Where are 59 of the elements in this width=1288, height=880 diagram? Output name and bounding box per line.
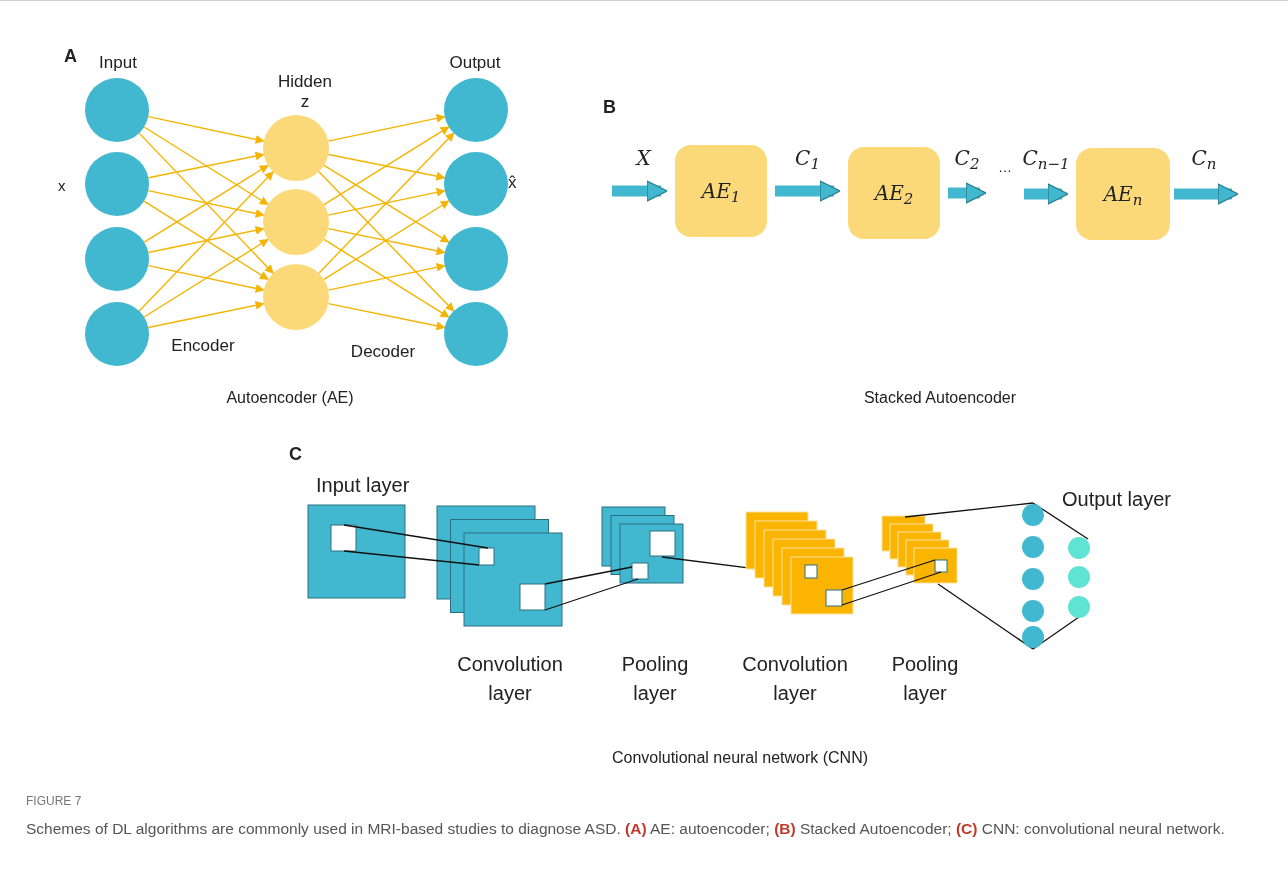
arrow <box>323 126 450 206</box>
arrow <box>323 164 450 243</box>
block-arrow <box>948 182 987 204</box>
variable-label: z <box>299 91 311 113</box>
arrow <box>323 200 450 281</box>
layer-label: Output <box>448 52 502 74</box>
output-neuron <box>444 302 508 366</box>
panel-title: Autoencoder (AE) <box>225 388 355 408</box>
arrow <box>327 227 446 256</box>
arrow <box>327 302 446 331</box>
input-neuron <box>85 302 149 366</box>
block-arrow <box>775 180 841 202</box>
layer-label: Input layer <box>316 473 411 498</box>
layer-label: Pooling layer <box>890 652 960 706</box>
hidden-neuron <box>263 115 329 181</box>
arrow <box>147 225 265 254</box>
figure-number: FIGURE 7 <box>26 793 83 809</box>
panel-title: Convolutional neural network (CNN) <box>610 748 870 768</box>
caption: Schemes of DL algorithms are commonly used in MRI-based studies to diagnose ASD. (A) AE: autoencoder; (B) Stacked Autoencoder; (C) CNN: convolutional neural network. <box>26 819 1226 839</box>
layer-label: Input <box>98 52 138 74</box>
arrow <box>147 189 265 218</box>
arrow <box>147 115 265 144</box>
layer-label: Convolution layer <box>741 652 849 706</box>
layer-label: Pooling layer <box>620 652 690 706</box>
block-arrow <box>1174 183 1239 205</box>
arrow <box>143 164 269 243</box>
arrow <box>147 264 265 293</box>
hidden-neuron <box>263 264 329 330</box>
section-label: Decoder <box>349 341 417 363</box>
arrow <box>138 171 274 312</box>
block-arrow <box>612 180 668 202</box>
arrow <box>138 132 274 274</box>
layer-label: Hidden <box>277 71 333 93</box>
arrow <box>327 187 446 216</box>
panel-letter: A <box>64 45 78 68</box>
layer-label: Convolution layer <box>456 652 564 706</box>
panel-letter: B <box>603 96 617 119</box>
autoencoder-box: AE$_{2}$ <box>848 147 940 239</box>
ellipsis: … <box>994 158 1016 176</box>
arrow <box>323 238 450 318</box>
arrow <box>143 126 269 206</box>
layer-label: Output layer <box>1062 487 1172 512</box>
arrow <box>327 113 446 142</box>
block-arrow <box>1024 183 1069 205</box>
arrow <box>143 200 269 281</box>
arrow <box>327 153 446 181</box>
section-label: Encoder <box>170 335 236 357</box>
variable-label: x̂ <box>508 172 518 194</box>
arrow <box>147 151 265 179</box>
arrow <box>327 262 446 291</box>
arrow <box>318 171 455 312</box>
arrow <box>143 238 269 318</box>
panel-letter: C <box>289 443 303 466</box>
autoencoder-box: AE$_{n}$ <box>1076 148 1170 240</box>
arrow <box>147 300 265 329</box>
variable-label: x <box>58 176 67 196</box>
panel-title: Stacked Autoencoder <box>862 388 1018 408</box>
arrow <box>318 132 455 274</box>
autoencoder-box: AE$_{1}$ <box>675 145 767 237</box>
